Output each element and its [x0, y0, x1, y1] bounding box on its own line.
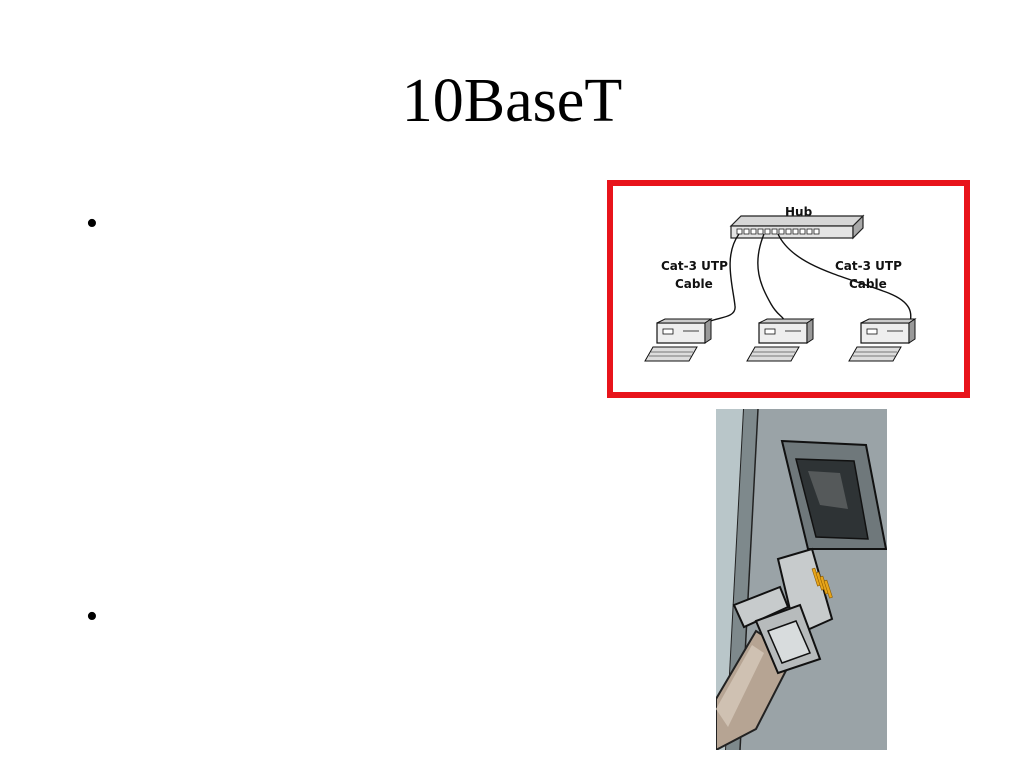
hub-icon: [729, 214, 865, 240]
bullet-1: •: [86, 205, 98, 242]
rj45-plug: [732, 547, 834, 675]
cat3-cables: [704, 233, 912, 327]
computer-icon-1: [644, 318, 713, 362]
hub-network-svg: Hub Cat-3 UTP Cable Cat-3 UTP Cable: [644, 205, 917, 362]
wall-jack: [780, 439, 887, 550]
cable-label-right-1: Cat-3 UTP: [835, 259, 902, 273]
rj45-illustration-svg: [716, 409, 887, 750]
cable-label-left-1: Cat-3 UTP: [661, 259, 728, 273]
hub-network-diagram: Hub Cat-3 UTP Cable Cat-3 UTP Cable: [607, 180, 970, 398]
bullet-2: •: [86, 598, 98, 635]
cable-label-left-2: Cable: [675, 277, 713, 291]
computer-icon-2: [746, 318, 815, 362]
rj45-plug-and-jack-icon: [716, 409, 887, 750]
slide-title: 10BaseT: [401, 67, 623, 135]
cable-label-right-2: Cable: [849, 277, 887, 291]
computer-icon-3: [848, 318, 917, 362]
